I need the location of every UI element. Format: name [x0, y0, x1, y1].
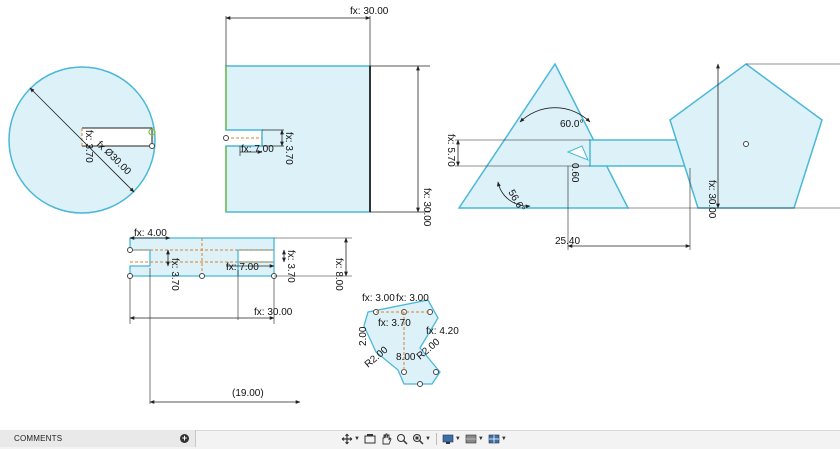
link-f-dim[interactable]: 2.00: [358, 326, 369, 346]
bar-width-dim[interactable]: fx: 4.00: [134, 228, 167, 239]
pentagon-profile[interactable]: [669, 63, 823, 209]
bar-profile[interactable]: [127, 237, 277, 279]
bar-length-dim[interactable]: fx: 30.00: [254, 307, 293, 318]
viewports-icon: [488, 434, 500, 443]
sketch-canvas[interactable]: Ø30.00 fx fx: 3.70 fx: 30.00 fx: 30.00 f…: [0, 0, 840, 430]
navigation-toolbar: ▼ ▼ ▼ ▼ ▼: [340, 431, 508, 446]
bar-height-dim[interactable]: fx: 8.00: [333, 258, 344, 291]
monitor-icon: [442, 434, 454, 444]
bar-slot-depth-dim[interactable]: fx: 7.00: [226, 262, 259, 273]
toolbar-separator: [435, 432, 437, 445]
plus-circle-icon[interactable]: +: [180, 433, 189, 443]
tri-angle-top-dim[interactable]: 60.0°: [560, 119, 583, 130]
orbit-icon: [341, 433, 353, 444]
square-height-dim[interactable]: fx: 30.00: [421, 188, 432, 227]
zoom-window-icon: [412, 433, 424, 445]
pent-height-dim[interactable]: fx: 30.00: [706, 180, 717, 219]
pan-tool[interactable]: [379, 432, 393, 445]
grid-settings-tool[interactable]: ▼: [464, 432, 485, 445]
link-a-dim[interactable]: fx: 3.00: [362, 293, 395, 304]
look-at-tool[interactable]: [363, 432, 377, 445]
square-slot-depth-dim[interactable]: fx: 7.00: [241, 144, 274, 155]
link-e-dim[interactable]: 8.00: [396, 352, 416, 363]
comments-label: COMMENTS: [14, 434, 63, 443]
link-c-dim[interactable]: fx: 3.70: [378, 318, 411, 329]
zoom-icon: [396, 433, 408, 445]
comments-panel[interactable]: COMMENTS +: [0, 430, 196, 447]
tri-offset-dim[interactable]: fx: 5.70: [445, 134, 456, 167]
orbit-tool[interactable]: ▼: [340, 432, 361, 445]
display-settings-tool[interactable]: ▼: [441, 432, 462, 445]
link-b-dim[interactable]: fx: 3.00: [396, 293, 429, 304]
square-slot-width-dim[interactable]: fx: 3.70: [283, 132, 294, 165]
bar-ref-dim[interactable]: (19.00): [232, 388, 264, 399]
bar-slot-width-right-dim[interactable]: fx: 3.70: [285, 250, 296, 283]
zoom-tool[interactable]: [395, 432, 409, 445]
square-profile[interactable]: [223, 65, 371, 213]
hand-icon: [382, 433, 392, 444]
grid-icon: [465, 434, 477, 443]
link-d-dim[interactable]: fx: 4.20: [426, 326, 459, 337]
linkage-profile[interactable]: [363, 299, 441, 387]
zoom-window-tool[interactable]: ▼: [411, 432, 432, 445]
tri-slot-dim[interactable]: 0.60: [569, 163, 580, 183]
circle-slot-dim[interactable]: fx: 3.70: [83, 130, 94, 163]
triangle-profile[interactable]: [457, 62, 630, 209]
viewports-tool[interactable]: ▼: [487, 432, 508, 445]
bar-slot-width-dim[interactable]: fx: 3.70: [169, 258, 180, 291]
tri-horizontal-dim[interactable]: 25.40: [555, 236, 580, 247]
square-width-dim[interactable]: fx: 30.00: [350, 6, 389, 17]
look-at-icon: [364, 433, 376, 443]
